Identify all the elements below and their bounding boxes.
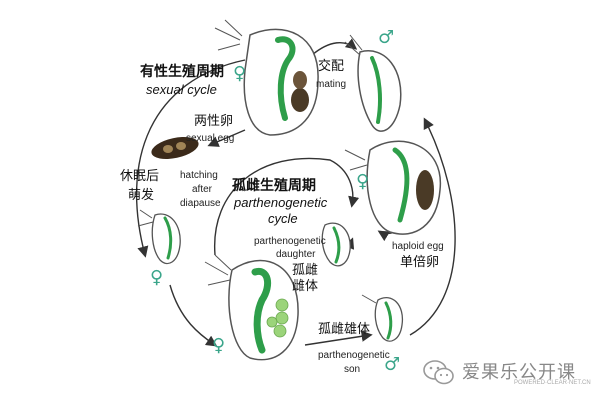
parthenogenetic-daughter-label-en-2: daughter — [276, 249, 316, 260]
parthenogenetic-son-label-en-1: parthenogenetic — [318, 350, 390, 361]
parthenogenetic-daughter-label-en-1: parthenogenetic — [254, 236, 326, 247]
hatched-juvenile-daphnia-icon — [137, 209, 181, 265]
hatching-label-en-2: after — [192, 184, 213, 195]
hatching-label-en-1: hatching — [180, 170, 218, 181]
parthenogenetic-daughter-label-cn-1: 孤雌 — [292, 263, 319, 278]
sexual-female-daphnia-icon — [214, 19, 319, 136]
parthenogenetic-cycle-title-en-1: parthenogenetic — [234, 195, 328, 210]
hatching-label-cn-1: 休眠后 — [120, 169, 160, 184]
parthenogenetic-son-label-en-2: son — [344, 364, 361, 375]
watermark-url: POWERED·CLEAR·NET.CN — [514, 380, 591, 386]
female-symbol-icon: ♀ — [356, 171, 370, 192]
haploid-egg-label-en: haploid egg — [392, 241, 444, 252]
outer-cycle-arrow-bottom — [169, 284, 218, 347]
parthenogenetic-daughter-daphnia-icon — [321, 222, 351, 267]
parthenogenetic-daughter-label-cn-2: 雌体 — [292, 279, 319, 294]
mating-arrow — [311, 38, 358, 56]
to-egg-arrow — [207, 129, 246, 147]
haploid-daphnia-icon — [344, 140, 441, 235]
watermark-brand: 爱果乐公开课 — [462, 362, 576, 383]
outer-cycle-arrow-left — [135, 59, 246, 258]
sexual-egg-label-cn: 两性卵 — [194, 114, 234, 129]
male-symbol-icon: ♂ — [378, 27, 395, 48]
inner-cycle-arrow-top — [214, 157, 360, 256]
haploid-egg-label-cn: 单倍卵 — [400, 255, 440, 270]
mating-label-cn: 交配 — [318, 59, 345, 74]
parthenogenetic-female-daphnia-icon — [204, 254, 299, 361]
sexual-cycle-title-en: sexual cycle — [146, 82, 217, 97]
parthenogenetic-son-daphnia-icon — [361, 294, 404, 342]
hatching-label-cn-2: 萌发 — [128, 188, 155, 203]
mating-label-en: mating — [316, 79, 347, 90]
sexual-cycle-title-cn: 有性生殖周期 — [140, 64, 224, 80]
male-daphnia-mating-icon — [344, 34, 402, 132]
parthenogenetic-cycle-title-en-2: cycle — [268, 211, 298, 226]
wechat-logo-icon — [423, 360, 454, 385]
watermark: 爱果乐公开课 POWERED·CLEAR·NET.CN — [422, 356, 592, 392]
to-male-arrow — [304, 330, 373, 346]
parthenogenetic-cycle-title-cn: 孤雌生殖周期 — [232, 178, 316, 194]
outer-cycle-arrow-right — [409, 117, 456, 336]
female-symbol-icon: ♀ — [212, 335, 226, 356]
male-symbol-icon: ♂ — [384, 354, 401, 375]
female-symbol-icon: ♀ — [150, 267, 164, 288]
female-symbol-icon: ♀ — [233, 63, 247, 84]
parthenogenetic-son-label-cn: 孤雌雄体 — [318, 322, 371, 337]
hatching-label-en-3: diapause — [180, 198, 221, 209]
sexual-egg-icon — [151, 137, 199, 159]
sexual-egg-label-en: sexual egg — [186, 133, 235, 144]
